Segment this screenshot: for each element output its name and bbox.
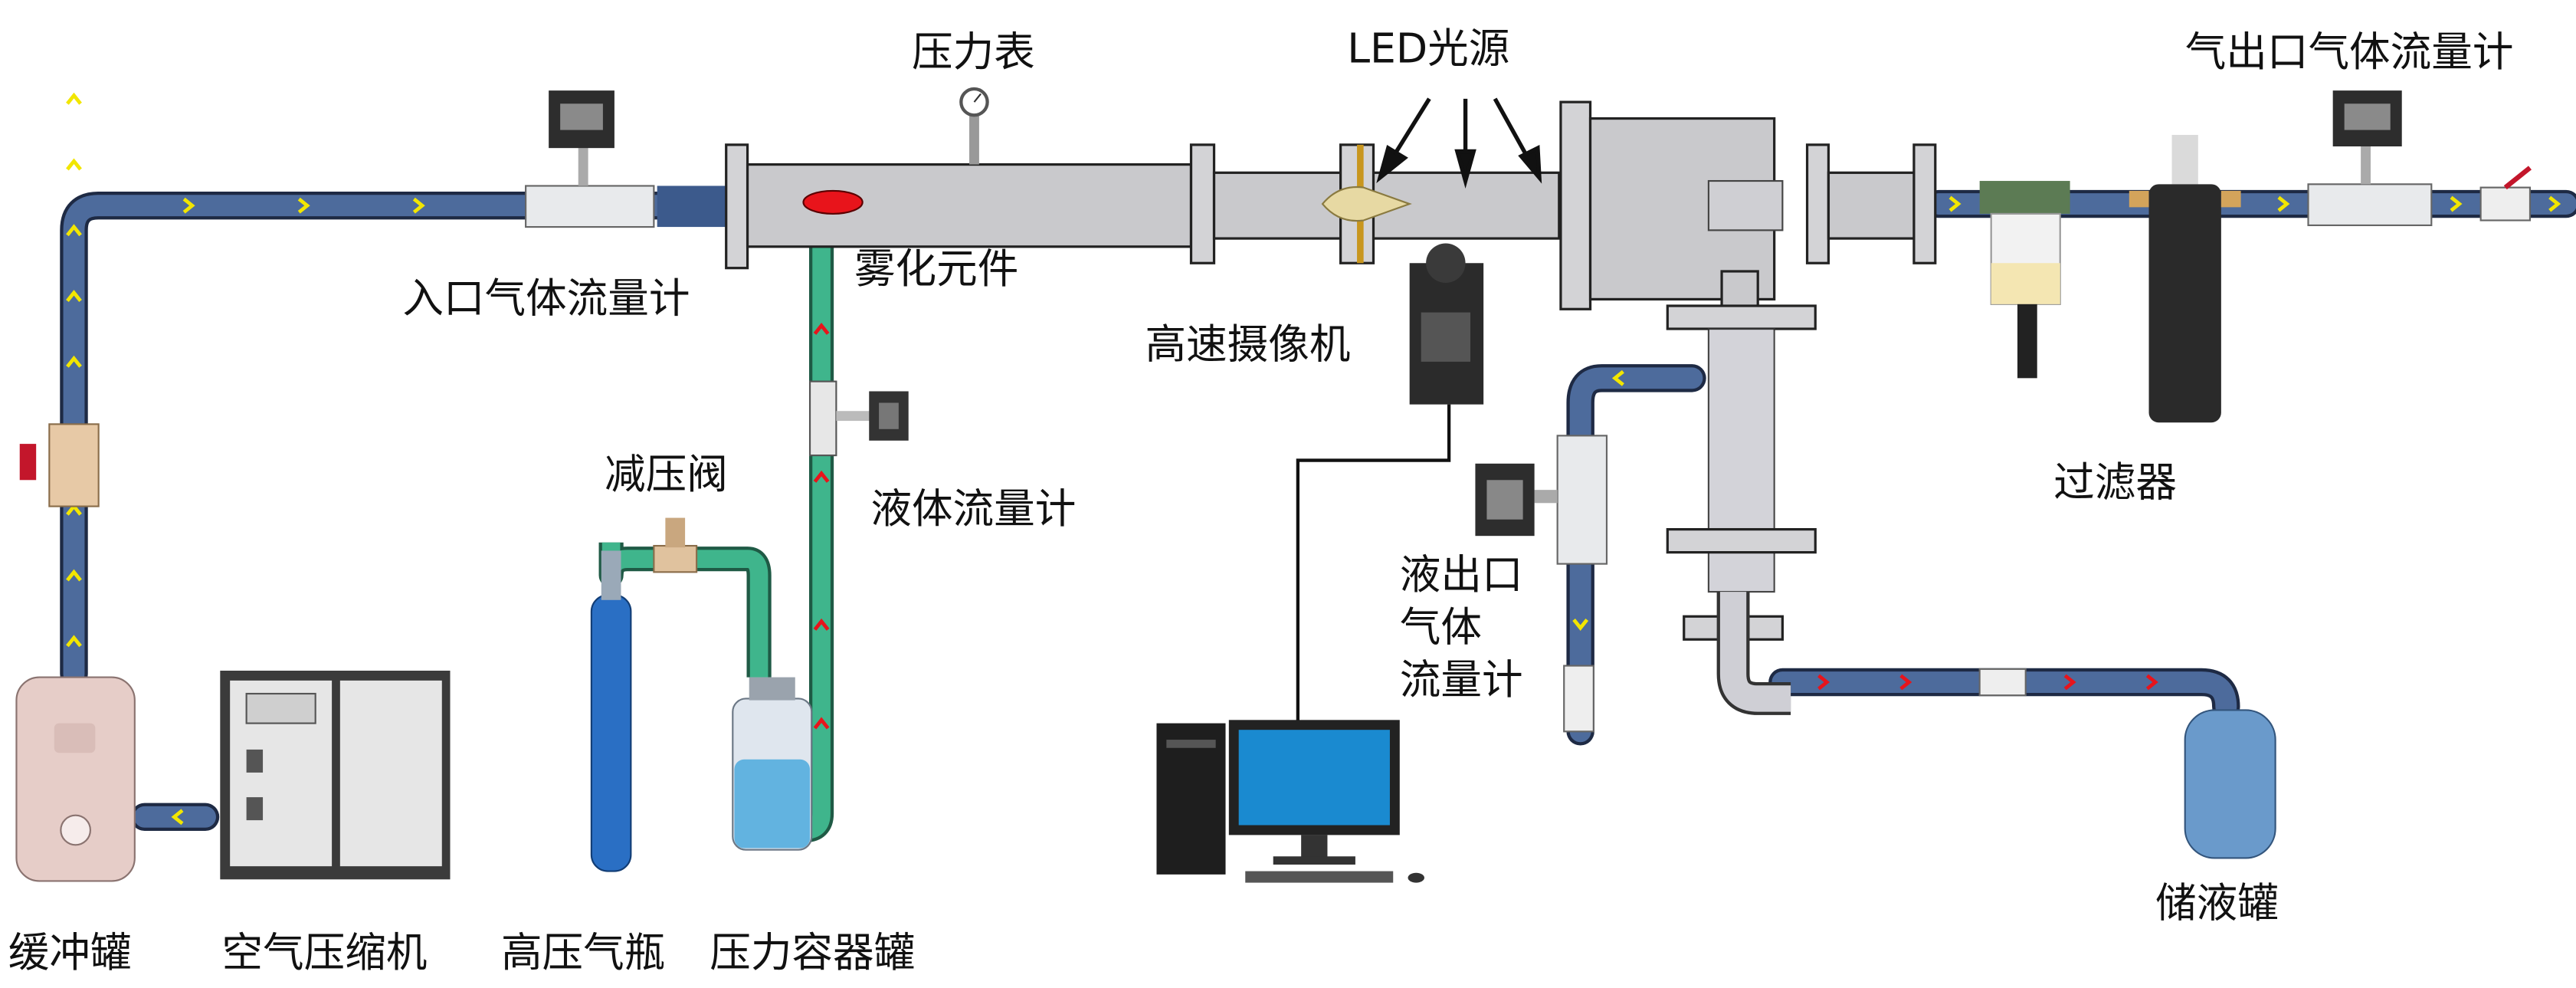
flow-chevron [66,569,82,582]
liquid-flowmeter [808,380,909,457]
flow-chevron [171,809,184,826]
test-section [657,100,1937,310]
filter-device [1979,135,2241,423]
flow-chevron [2450,195,2463,212]
label-pressure-gauge: 压力表 [912,28,1035,76]
label-high-speed-camera: 高速摄像机 [1145,320,1350,369]
atomizer-element [802,189,864,215]
label-pressure-vessel: 压力容器罐 [710,928,915,977]
liquid-storage-tank [1978,668,2276,859]
label-inlet-gas-flowmeter: 入口气体流量计 [402,274,690,323]
label-liquid-outlet-line3: 流量计 [1400,655,1523,704]
label-liquid-storage-tank: 储液罐 [2155,879,2279,927]
label-buffer-tank: 缓冲罐 [8,928,132,977]
liquid-outlet-pipe [1566,364,2240,746]
label-filter: 过滤器 [2053,458,2177,507]
flow-chevron [412,197,425,214]
label-liquid-outlet-line1: 液出口 [1400,550,1523,599]
flow-chevron [2063,674,2076,691]
flow-chevron [2548,195,2561,212]
label-gas-outlet-gas-flowmeter: 气出口气体流量计 [2185,28,2514,76]
ball-valve-left [19,423,100,507]
flow-chevron [1572,619,1589,632]
flow-chevron [66,92,82,105]
flow-chevron [297,197,310,214]
flow-chevron [182,197,195,214]
gas-outlet-flowmeter-device [2307,90,2532,227]
liquid-outlet-gas-flowmeter-device [1475,435,1608,733]
led-light-arrows [1376,97,1542,189]
label-liquid-outlet-line2: 气体 [1400,602,1482,651]
label-atomizer: 雾化元件 [854,245,1018,293]
flow-chevron [66,355,82,368]
flow-chevron [2277,195,2290,212]
high-speed-camera-device [1296,243,1484,727]
label-led-light: LED光源 [1347,25,1509,73]
flow-chevron [66,290,82,303]
flow-chevron [813,470,830,483]
flow-chevron [1899,674,1912,691]
label-gas-cylinder: 高压气瓶 [501,928,665,977]
flow-chevron [1611,369,1624,386]
flow-chevron [813,618,830,631]
pressure-gauge-device [959,87,989,165]
flow-chevron [66,158,82,171]
gas-liquid-separator [1666,270,1817,715]
flow-chevron [66,224,82,237]
flow-chevron [1817,674,1830,691]
air-compressor [220,670,451,880]
flow-chevron [1948,195,1961,212]
pressure-reducing-valve [653,517,698,573]
label-air-compressor: 空气压缩机 [221,928,427,977]
high-pressure-gas-cylinder [590,550,632,872]
label-liquid-flowmeter: 液体流量计 [870,484,1076,533]
flow-chevron [813,322,830,335]
buffer-tank [15,676,136,882]
computer [1156,720,1424,883]
flow-chevron [66,635,82,648]
inlet-gas-flowmeter-device [525,90,655,228]
flow-chevron [2145,674,2158,691]
flow-chevron [813,717,830,730]
pressure-vessel [732,677,813,851]
label-pressure-reducing-valve: 减压阀 [605,450,728,498]
